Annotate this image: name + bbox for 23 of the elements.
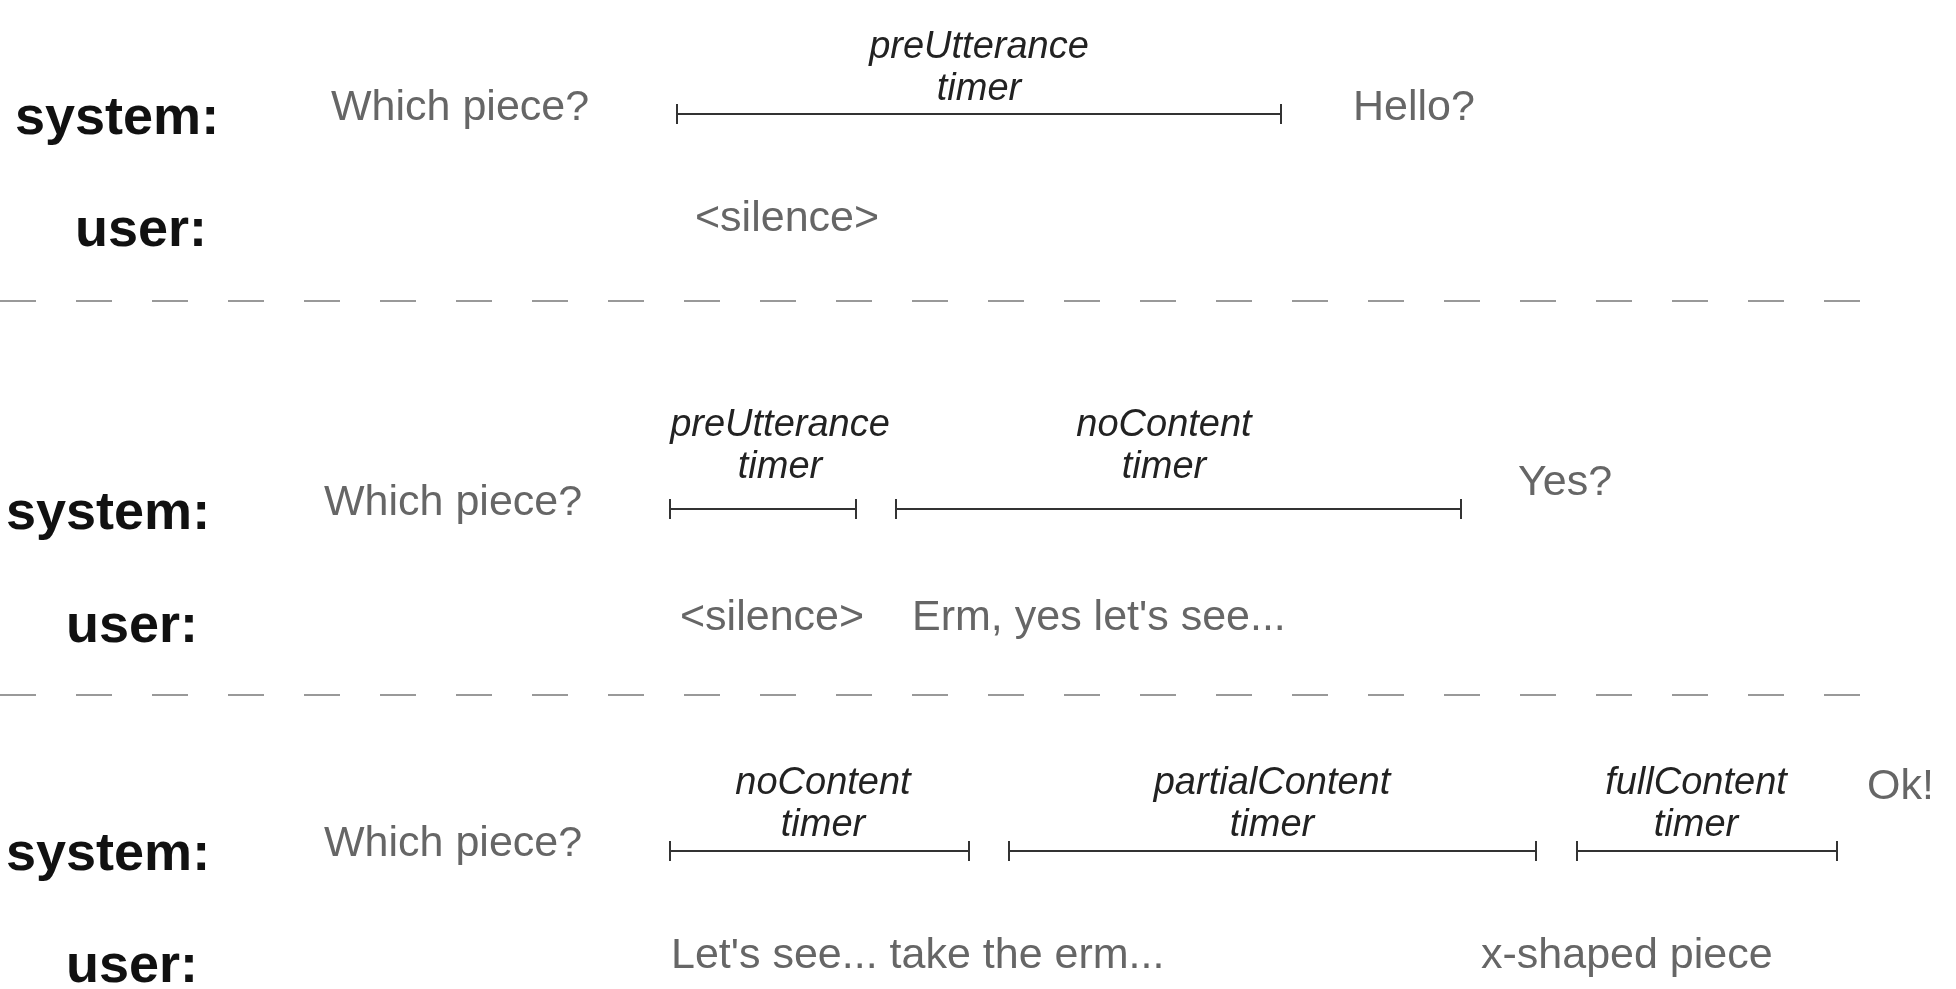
timer-label: fullContent timer bbox=[1605, 761, 1787, 845]
speaker-label: system: bbox=[15, 86, 220, 146]
utterance-text: <silence> bbox=[680, 592, 865, 640]
utterance-text: Which piece? bbox=[331, 82, 590, 130]
utterance-text: x-shaped piece bbox=[1481, 930, 1773, 978]
timer-label: noContent timer bbox=[1076, 403, 1252, 487]
utterance-text: Which piece? bbox=[324, 477, 583, 525]
timer-label: preUtterance timer bbox=[670, 403, 890, 487]
utterance-text: Yes? bbox=[1518, 457, 1613, 505]
utterance-text: Erm, yes let's see... bbox=[912, 592, 1286, 640]
speaker-label: system: bbox=[6, 481, 211, 541]
timer-label: partialContent timer bbox=[1153, 761, 1391, 845]
speaker-label: system: bbox=[6, 822, 211, 882]
timer-label: preUtterance timer bbox=[869, 25, 1089, 109]
speaker-label: user: bbox=[75, 198, 208, 258]
utterance-text: Let's see... take the erm... bbox=[671, 930, 1165, 978]
utterance-text: Which piece? bbox=[324, 818, 583, 866]
utterance-text: Ok! bbox=[1867, 761, 1934, 809]
utterance-text: <silence> bbox=[695, 193, 880, 241]
timer-label: noContent timer bbox=[735, 761, 911, 845]
speaker-label: user: bbox=[66, 594, 199, 654]
utterance-text: Hello? bbox=[1353, 82, 1475, 130]
speaker-label: user: bbox=[66, 934, 199, 989]
